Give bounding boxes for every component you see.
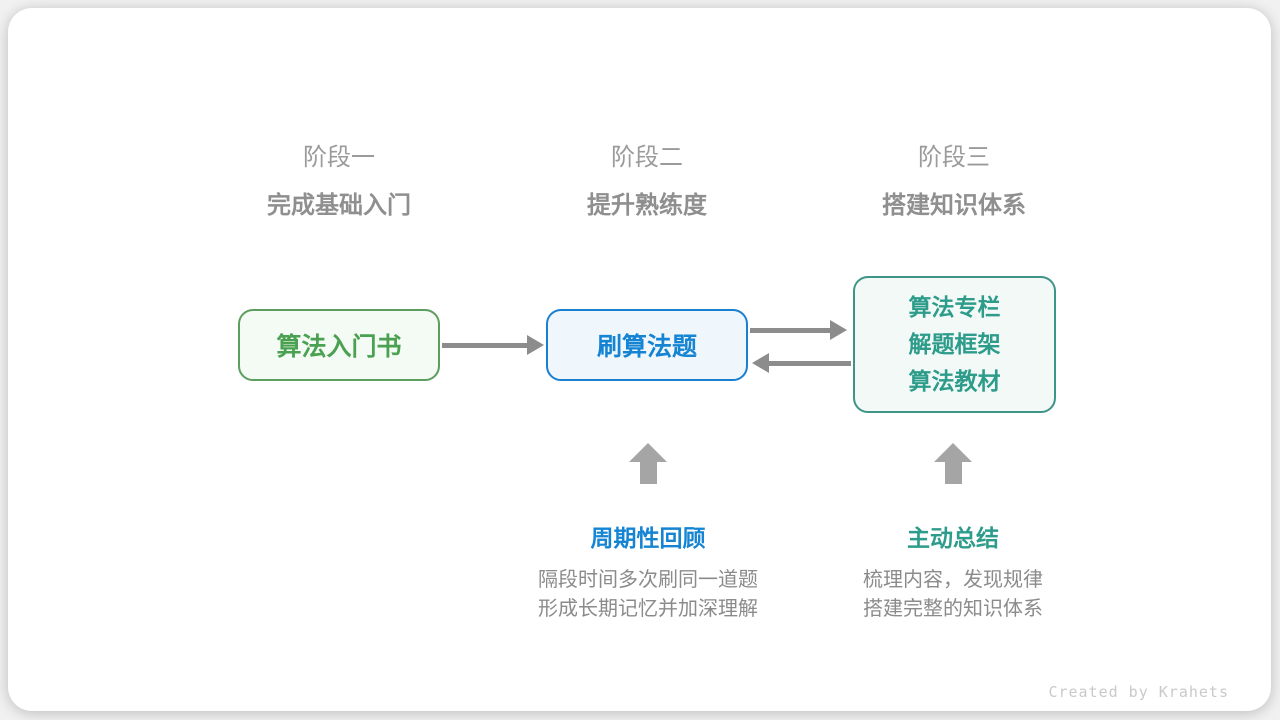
stage-2-label: 阶段二 — [611, 144, 683, 171]
arrow-right-icon — [750, 320, 847, 341]
arrow-right-icon — [442, 335, 544, 356]
stage-2-subtitle: 提升熟练度 — [587, 192, 707, 219]
node-intro-book: 算法入门书 — [238, 309, 440, 381]
stage-3-subtitle: 搭建知识体系 — [882, 192, 1026, 219]
credit-text: Created by Krahets — [1048, 683, 1229, 701]
node-resources-line-3: 算法教材 — [908, 368, 1001, 394]
up-arrow-icon — [629, 443, 667, 484]
node-resources: 算法专栏 解题框架 算法教材 — [853, 276, 1056, 413]
up-arrow-icon — [934, 443, 972, 484]
stage-1-label: 阶段一 — [303, 144, 375, 171]
stage-3-label: 阶段三 — [918, 144, 990, 171]
stage-1-subtitle: 完成基础入门 — [267, 192, 411, 219]
node-resources-line-2: 解题框架 — [908, 331, 1001, 357]
node-resources-line-1: 算法专栏 — [908, 294, 1001, 320]
annotation-review-desc: 隔段时间多次刷同一道题 形成长期记忆并加深理解 — [538, 566, 758, 624]
node-practice-label: 刷算法题 — [596, 333, 697, 361]
annotation-summary-desc: 梳理内容，发现规律 搭建完整的知识体系 — [863, 566, 1043, 624]
node-intro-book-label: 算法入门书 — [276, 333, 402, 361]
annotation-review-title: 周期性回顾 — [590, 525, 706, 551]
annotation-summary-title: 主动总结 — [907, 525, 999, 551]
diagram-card: 阶段一 阶段二 阶段三 完成基础入门 提升熟练度 搭建知识体系 算法入门书 刷算… — [8, 8, 1271, 711]
node-practice: 刷算法题 — [546, 309, 748, 381]
annotation-summary-desc-line-2: 搭建完整的知识体系 — [863, 598, 1043, 620]
annotation-review-desc-line-1: 隔段时间多次刷同一道题 — [538, 569, 758, 591]
annotation-review-desc-line-2: 形成长期记忆并加深理解 — [538, 598, 758, 620]
annotation-summary-desc-line-1: 梳理内容，发现规律 — [863, 569, 1043, 591]
arrow-left-icon — [752, 353, 851, 374]
